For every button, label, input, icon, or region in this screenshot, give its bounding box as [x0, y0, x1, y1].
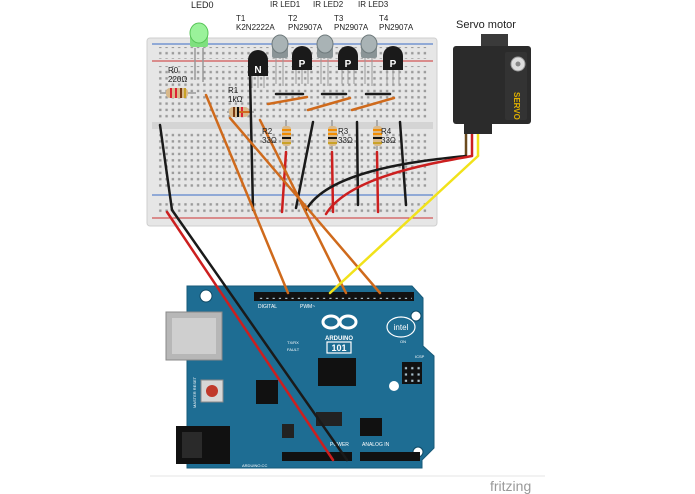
ir-led2	[316, 34, 334, 86]
r2-label: R2	[262, 127, 273, 136]
npn-mark: N	[254, 65, 261, 76]
ir-led3	[360, 34, 378, 86]
ir-led3-label: IR LED3	[358, 0, 389, 9]
r4-label: R4	[381, 127, 392, 136]
resistor-r3	[328, 120, 337, 150]
icsp-label: ICSP	[415, 354, 425, 359]
transistor-t1: N	[248, 50, 268, 88]
ir-led1-label: IR LED1	[270, 0, 301, 9]
resistor-r2	[282, 120, 291, 150]
transistor-t4: P	[383, 46, 403, 84]
servo-label: Servo motor	[456, 19, 516, 31]
pwm-label: PWM~	[300, 304, 315, 310]
led0	[189, 22, 209, 82]
breadboard	[146, 37, 438, 227]
analog-in-label: ANALOG IN	[362, 442, 390, 448]
arduino-101-board: ARDUINO 101 intel DIGITAL PWM~ TX/RX FAU…	[165, 285, 435, 469]
fault-label: FAULT	[287, 347, 300, 352]
t1-label: T1	[236, 14, 246, 23]
t1-part-label: K2N2222A	[236, 23, 275, 32]
power-label: POWER	[330, 442, 349, 448]
fritzing-watermark: fritzing	[490, 478, 531, 494]
intel-logo: intel	[394, 323, 409, 332]
r3-value: 33Ω	[338, 136, 353, 145]
t3-part-label: PN2907A	[334, 23, 369, 32]
digital-label: DIGITAL	[258, 304, 277, 310]
labels: LED0 T1 K2N2222A IR LED1 IR LED2 IR LED3…	[168, 0, 516, 145]
r1-label: R1	[228, 86, 239, 95]
r3-label: R3	[338, 127, 349, 136]
on-label: ON	[400, 339, 406, 344]
servo-body-label: SERVO	[512, 92, 521, 120]
breadboard-jumpers	[239, 92, 396, 113]
r1-value: 1kΩ	[228, 95, 242, 104]
arduino-logo	[321, 314, 358, 330]
txrx-label: TX/RX	[287, 340, 299, 345]
arduino-url: ARDUINO.CC	[242, 463, 267, 468]
r4-value: 33Ω	[381, 136, 396, 145]
led0-label: LED0	[191, 0, 214, 10]
t3-label: T3	[334, 14, 344, 23]
pnp-mark: P	[345, 59, 352, 70]
t4-part-label: PN2907A	[379, 23, 414, 32]
servo-motor: SERVO	[453, 34, 531, 156]
r0-label: R0	[168, 66, 179, 75]
r2-value: 33Ω	[262, 136, 277, 145]
transistor-t2: P	[292, 46, 312, 84]
reset-label: MASTER RESET	[192, 376, 197, 408]
r0-value: 220Ω	[168, 75, 187, 84]
arduino-brand: ARDUINO	[325, 336, 353, 342]
t2-part-label: PN2907A	[288, 23, 323, 32]
long-wires	[158, 93, 480, 462]
t2-label: T2	[288, 14, 298, 23]
transistor-t3: P	[338, 46, 358, 84]
t4-label: T4	[379, 14, 389, 23]
pnp-mark: P	[299, 59, 306, 70]
resistor-r0	[160, 88, 196, 98]
pnp-mark: P	[390, 59, 397, 70]
arduino-model: 101	[331, 343, 346, 353]
ir-led1	[271, 34, 289, 86]
ir-led2-label: IR LED2	[313, 0, 344, 9]
servo-wires	[304, 154, 474, 216]
resistor-r4	[373, 120, 382, 150]
